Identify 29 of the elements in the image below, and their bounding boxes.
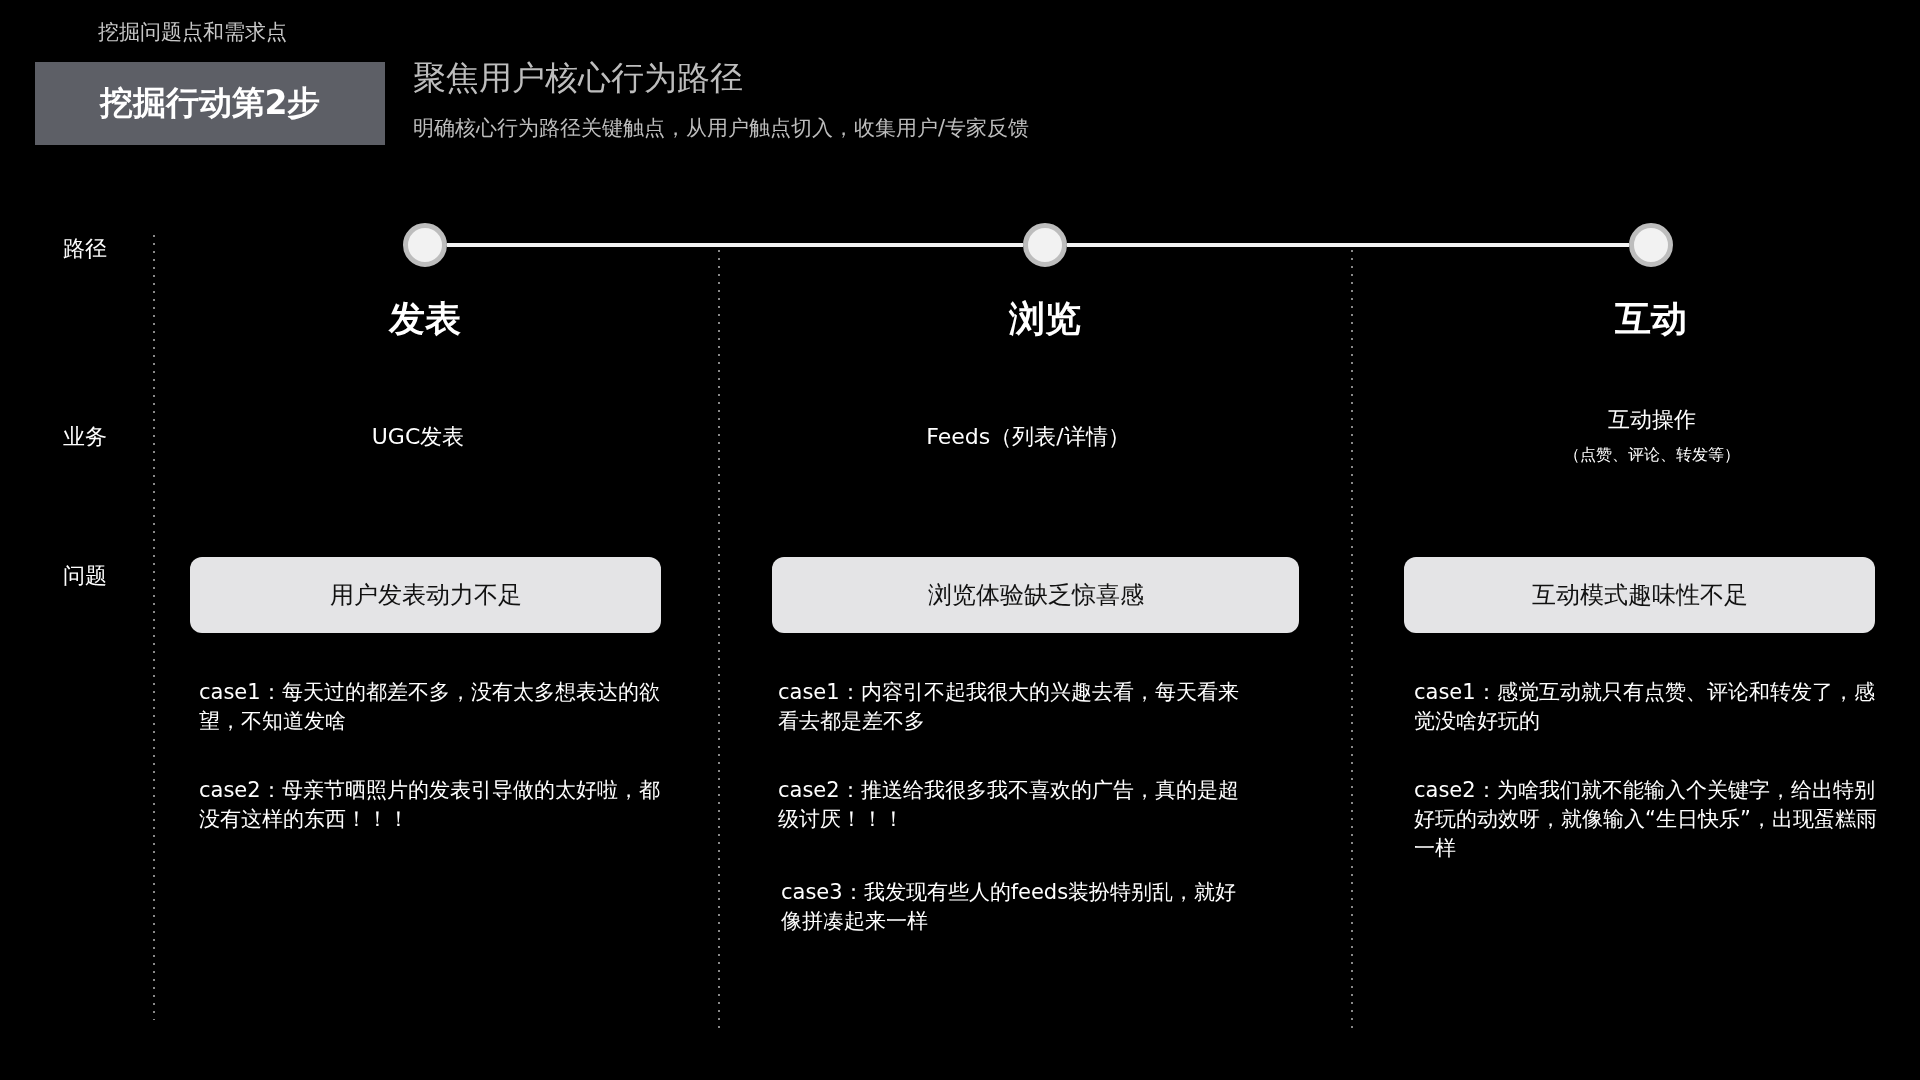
- title: 聚焦用户核心行为路径: [413, 57, 743, 99]
- stage-title: 发表: [389, 297, 461, 341]
- problem-box: 互动模式趣味性不足: [1404, 557, 1875, 633]
- business-label: 互动操作: [1608, 406, 1696, 434]
- case-text: case1：感觉互动就只有点赞、评论和转发了，感觉没啥好玩的: [1414, 679, 1876, 735]
- stage-title: 互动: [1615, 297, 1687, 341]
- step-box: 挖掘行动第2步: [35, 62, 385, 145]
- path-line: [447, 243, 1023, 247]
- row-label: 业务: [63, 423, 107, 451]
- path-line: [1067, 243, 1629, 247]
- problem-box: 用户发表动力不足: [190, 557, 661, 633]
- subtitle: 明确核心行为路径关键触点，从用户触点切入，收集用户/专家反馈: [413, 115, 1030, 142]
- case-text: case2：推送给我很多我不喜欢的广告，真的是超级讨厌！！！: [778, 777, 1240, 833]
- section-heading: 挖掘问题点和需求点: [98, 19, 287, 46]
- case-text: case1：每天过的都差不多，没有太多想表达的欲望，不知道发啥: [199, 679, 661, 735]
- business-label: UGC发表: [371, 423, 465, 451]
- case-text: case1：内容引不起我很大的兴趣去看，每天看来看去都是差不多: [778, 679, 1240, 735]
- case-text: case2：为啥我们就不能输入个关键字，给出特别好玩的动效呀，就像输入“生日快乐”，出现蛋糕雨一样: [1414, 777, 1878, 862]
- path-node-circle: [403, 223, 447, 267]
- stage-title: 浏览: [1009, 297, 1081, 341]
- path-node-circle: [1629, 223, 1673, 267]
- case-text: case2：母亲节晒照片的发表引导做的太好啦，都没有这样的东西！！！: [199, 777, 661, 833]
- business-label: Feeds（列表/详情）: [926, 423, 1130, 451]
- case-text: case3：我发现有些人的feeds装扮特别乱，就好像拼凑起来一样: [781, 879, 1238, 935]
- row-label: 路径: [63, 235, 107, 263]
- business-note: （点赞、评论、转发等）: [1564, 445, 1740, 466]
- problem-box: 浏览体验缺乏惊喜感: [772, 557, 1299, 633]
- path-node-circle: [1023, 223, 1067, 267]
- row-label: 问题: [63, 562, 107, 590]
